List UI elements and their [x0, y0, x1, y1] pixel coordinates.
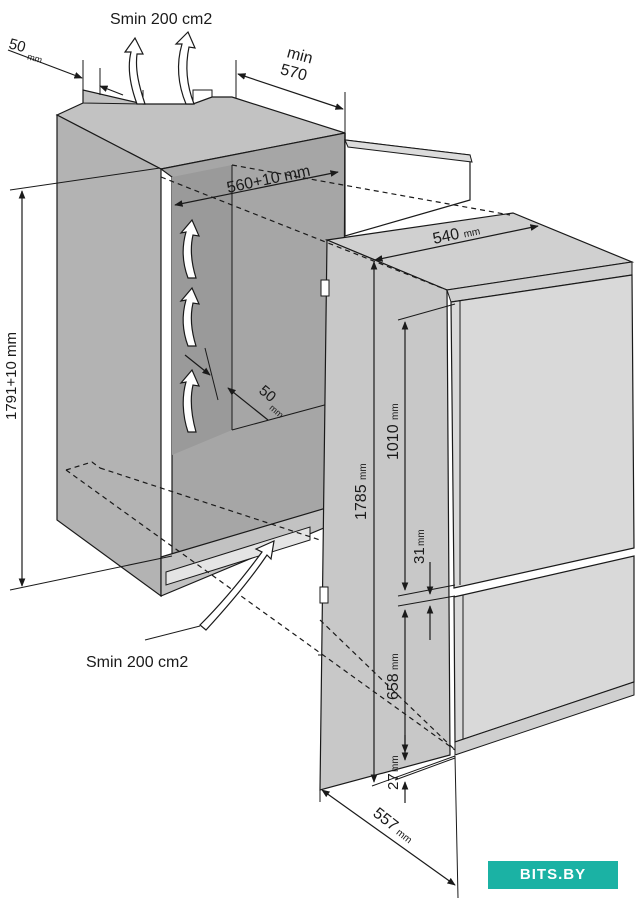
top-gap-unit: mm	[26, 52, 43, 66]
appliance-width-unit: mm	[463, 226, 482, 240]
bottom-vent-label: Smin 200 cm2	[86, 654, 188, 671]
appliance-depth-label: 557	[370, 805, 402, 835]
appliance-height-label: 1785	[353, 484, 370, 520]
cabinet-door	[344, 139, 473, 237]
cabinet-niche	[55, 89, 346, 598]
top-vent-arrow-1	[123, 36, 146, 105]
top-gap-label: 50	[7, 35, 28, 56]
appliance-width-label: 540	[431, 226, 461, 248]
lower-door-unit: mm	[390, 653, 401, 670]
cabinet-interior-side	[172, 165, 232, 455]
appliance-upper-door	[450, 274, 635, 589]
inner-vent-arrow-1	[179, 218, 200, 279]
top-vent-label: Smin 200 cm2	[110, 11, 212, 28]
bottom-vent-arrow	[199, 539, 275, 631]
appliance-side	[319, 239, 451, 791]
plinth-gap-unit: mm	[390, 755, 401, 772]
appliance-height-unit: mm	[358, 463, 369, 480]
cabinet-left-panel	[56, 114, 162, 598]
niche-height-label: 1791+10 mm	[3, 332, 20, 420]
ventilation-arrows	[123, 30, 275, 631]
min-depth-word: min	[285, 44, 314, 67]
watermark-badge: BITS.BY	[488, 861, 618, 889]
dimension-lines	[7, 49, 539, 898]
lower-door-label: 658	[385, 673, 402, 700]
top-vent-arrow-2	[174, 30, 196, 105]
door-gap-label: 31	[411, 547, 428, 564]
dashed-guides	[65, 164, 511, 751]
inner-vent-arrow-2	[179, 286, 200, 347]
min-depth-value: 570	[279, 61, 309, 84]
plinth-gap-label: 27	[385, 773, 402, 790]
door-gap-unit: mm	[416, 529, 427, 546]
inner-vent-arrow-3	[179, 368, 200, 433]
upper-door-unit: mm	[390, 403, 401, 420]
upper-door-label: 1010	[385, 424, 402, 460]
